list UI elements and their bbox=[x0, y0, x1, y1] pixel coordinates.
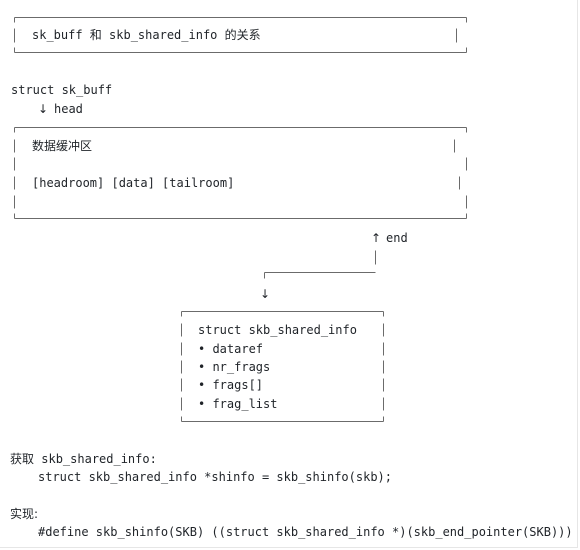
buffer-box-frame bbox=[14, 127, 467, 219]
get-heading-cjk: 获取 bbox=[10, 452, 35, 466]
shared-info-struct-label: struct skb_shared_info bbox=[198, 323, 357, 337]
shared-info-field: • dataref bbox=[198, 342, 264, 356]
shared-info-field: • nr_frags bbox=[198, 360, 271, 374]
get-section-heading: 获取 skb_shared_info: bbox=[10, 452, 157, 466]
sk-buff-struct-label: struct sk_buff bbox=[11, 83, 113, 97]
get-heading-rest: skb_shared_info: bbox=[34, 452, 157, 466]
head-label: head bbox=[54, 102, 83, 116]
buffer-layout: [headroom] [data] [tailroom] bbox=[32, 176, 235, 190]
end-arrow-icon: ↑ bbox=[371, 231, 382, 245]
head-arrow-icon: ↓ bbox=[38, 102, 49, 116]
end-connector bbox=[264, 250, 376, 279]
impl-section-code: #define skb_shinfo(SKB) ((struct skb_sha… bbox=[38, 525, 573, 539]
impl-section-heading: 实现: bbox=[10, 507, 39, 521]
get-section-code: struct skb_shared_info *shinfo = skb_shi… bbox=[38, 470, 393, 484]
down-arrow-icon: ↓ bbox=[260, 287, 271, 301]
shared-info-box-frame bbox=[181, 311, 384, 422]
buffer-title: 数据缓冲区 bbox=[32, 139, 93, 153]
end-label: end bbox=[386, 231, 408, 245]
title-box-label: sk_buff 和 skb_shared_info 的关系 bbox=[32, 28, 261, 42]
shared-info-field: • frag_list bbox=[198, 397, 278, 411]
shared-info-field: • frags[] bbox=[198, 378, 264, 392]
title-box-frame bbox=[14, 17, 467, 53]
